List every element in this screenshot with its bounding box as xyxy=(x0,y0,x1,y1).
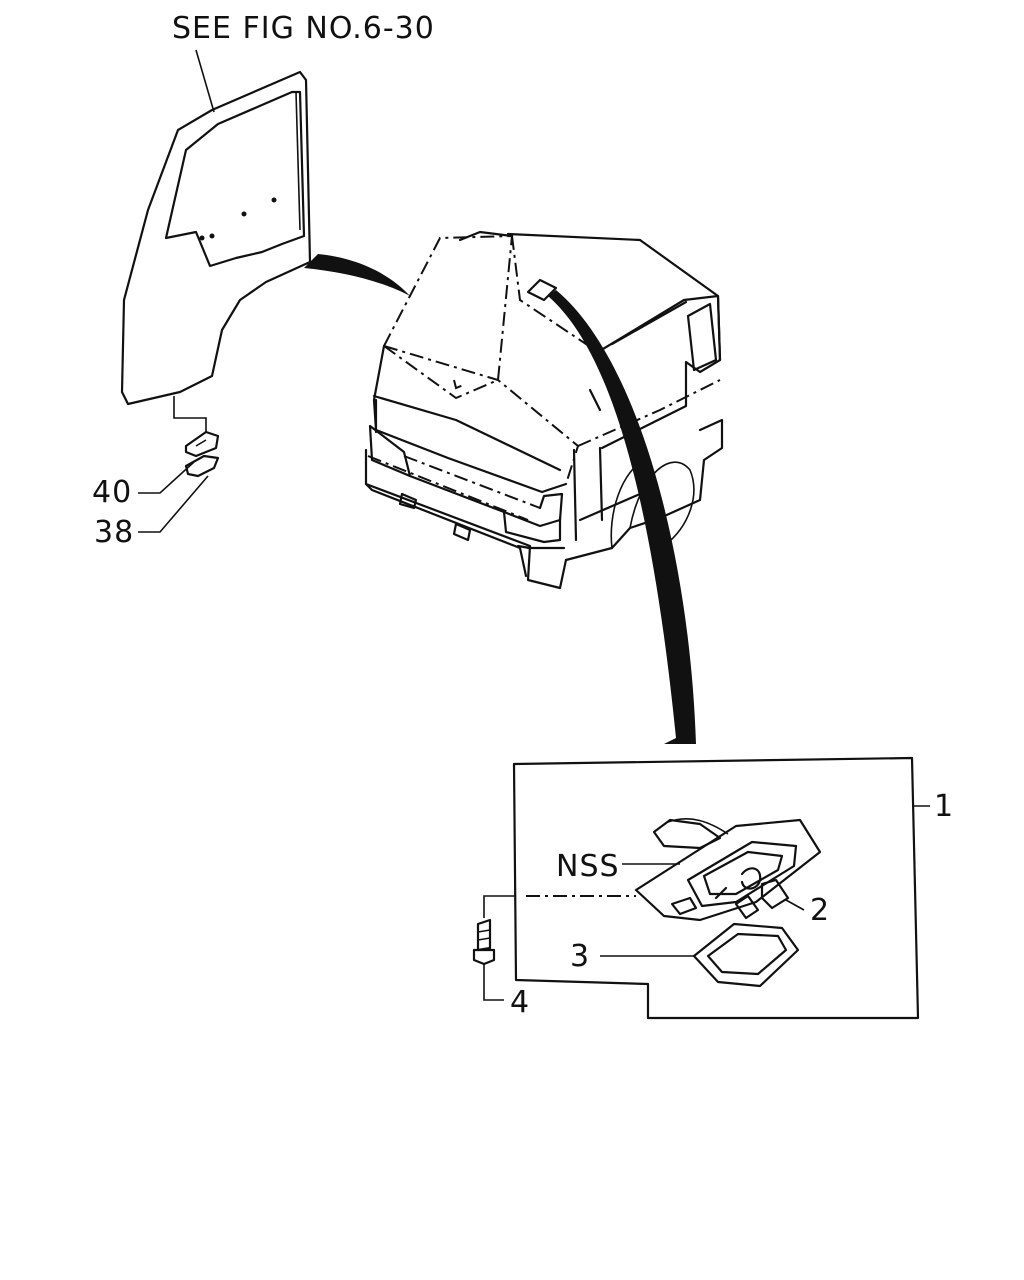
callout-3: 3 xyxy=(570,939,590,974)
reference-leader xyxy=(195,49,215,113)
callout-nss: NSS xyxy=(556,849,620,884)
reference-note: SEE FIG NO.6-30 xyxy=(172,11,435,46)
leader-38 xyxy=(138,475,209,533)
roof-lamp-location xyxy=(526,278,558,302)
part-40-striker-plate xyxy=(184,430,220,458)
dome-lamp-housing xyxy=(634,818,822,922)
callout-2: 2 xyxy=(810,893,830,928)
callout-1: 1 xyxy=(934,789,954,824)
part-4-screw xyxy=(472,895,516,1001)
part-38-shim xyxy=(184,454,220,478)
lamp-pointer-arrow xyxy=(548,290,696,744)
callout-38: 38 xyxy=(94,515,134,550)
callout-40: 40 xyxy=(92,475,132,510)
callout-4: 4 xyxy=(510,985,530,1020)
detail-box-frame xyxy=(512,756,920,1020)
door-pointer-arrow xyxy=(304,254,410,296)
leader-2 xyxy=(785,899,805,911)
door-panel xyxy=(120,70,312,432)
part-3-lens xyxy=(692,922,800,988)
part-2-bulb xyxy=(734,878,790,920)
leader-40 xyxy=(138,461,195,494)
